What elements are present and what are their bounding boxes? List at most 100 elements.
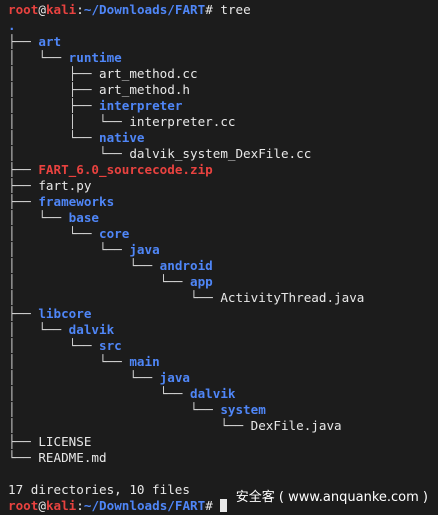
prompt-symbol: # [205,498,221,513]
directory-name: runtime [68,50,122,65]
prompt-at: @ [38,498,46,513]
directory-name: java [129,242,160,257]
tree-entry: │ └── core [8,226,438,242]
tree-listing: ├── art│ └── runtime│ ├── art_method.cc│… [8,34,438,466]
tree-entry: │ └── src [8,338,438,354]
tree-entry: │ └── app [8,274,438,290]
tree-entry: ├── art [8,34,438,50]
prompt-cwd: ~/Downloads/FART [83,498,206,513]
prompt-symbol: # [205,2,221,17]
tree-guide: │ └── [8,146,130,161]
watermark-logo: 安全客 ( www.anquanke.com ) [235,490,428,505]
file-name: art_method.h [99,82,190,97]
tree-guide: │ ├── [8,82,99,97]
tree-guide: │ ├── [8,98,99,113]
tree-entry: ├── LICENSE [8,434,438,450]
tree-guide: │ └── [8,322,69,337]
file-name: README.md [38,450,107,465]
tree-guide: │ └── [8,210,69,225]
tree-entry: ├── frameworks [8,194,438,210]
tree-guide: ├── [8,178,39,193]
tree-entry: │ └── native [8,130,438,146]
tree-entry: │ └── ActivityThread.java [8,290,438,306]
prompt-line-bottom[interactable]: root@kali:~/Downloads/FART# [8,498,438,514]
tree-root-dot: . [8,18,16,33]
tree-entry: │ ├── art_method.h [8,82,438,98]
file-name: art_method.cc [99,66,198,81]
directory-name: interpreter [99,98,183,113]
tree-entry: │ └── dalvik_system_DexFile.cc [8,146,438,162]
tree-root: . [8,18,438,34]
terminal-output: root@kali:~/Downloads/FART# tree . ├── a… [8,2,438,514]
directory-name: java [159,370,190,385]
prompt-user: root [8,498,39,513]
directory-name: src [99,338,122,353]
directory-name: libcore [38,306,92,321]
tree-entry: │ └── java [8,242,438,258]
tree-guide: │ └── [8,226,99,241]
tree-guide: ├── [8,306,39,321]
tree-guide: │ ├── [8,66,99,81]
tree-guide: │ └── [8,290,221,305]
tree-guide: │ └── [8,418,251,433]
directory-name: system [220,402,266,417]
tree-guide: │ └── [8,242,130,257]
tree-guide: │ └── [8,386,190,401]
tree-entry: │ └── main [8,354,438,370]
directory-name: art [38,34,62,49]
command-text: tree [220,2,251,17]
file-name: interpreter.cc [129,114,236,129]
cursor[interactable] [220,499,228,512]
tree-guide: │ └── [8,402,221,417]
tree-guide: ├── [8,162,39,177]
file-name: ActivityThread.java [220,290,365,305]
tree-entry: │ └── runtime [8,50,438,66]
prompt-cwd: ~/Downloads/FART [83,2,206,17]
tree-guide: │ └── [8,354,130,369]
file-name: DexFile.java [250,418,342,433]
tree-guide: ├── [8,194,39,209]
tree-guide: ├── [8,34,39,49]
directory-name: dalvik [189,386,236,401]
file-name: FART_6.0_sourcecode.zip [38,162,213,177]
tree-entry: │ └── java [8,370,438,386]
prompt-host: kali [45,498,77,513]
tree-entry: │ ├── art_method.cc [8,66,438,82]
directory-name: core [99,226,130,241]
tree-entry: ├── libcore [8,306,438,322]
tree-entry: │ │ └── interpreter.cc [8,114,438,130]
file-name: LICENSE [38,434,92,449]
tree-summary: 17 directories, 10 files [8,482,190,497]
directory-name: base [68,210,100,225]
tree-entry: │ └── DexFile.java [8,418,438,434]
tree-guide: │ └── [8,370,160,385]
tree-guide: │ │ └── [8,114,130,129]
tree-entry: ├── FART_6.0_sourcecode.zip [8,162,438,178]
directory-name: main [129,354,160,369]
file-name: dalvik_system_DexFile.cc [129,146,312,161]
tree-guide: │ └── [8,50,69,65]
file-name: fart.py [38,178,92,193]
summary-line: 17 directories, 10 files [8,482,438,498]
directory-name: app [189,274,213,289]
tree-entry: │ └── system [8,402,438,418]
prompt-at: @ [38,2,46,17]
blank-line [8,466,438,482]
prompt-host: kali [45,2,77,17]
directory-name: dalvik [68,322,115,337]
tree-guide: ├── [8,434,39,449]
tree-entry: │ └── dalvik [8,322,438,338]
tree-entry: │ ├── interpreter [8,98,438,114]
tree-entry: ├── fart.py [8,178,438,194]
prompt-user: root [8,2,39,17]
tree-entry: │ └── base [8,210,438,226]
prompt-colon: : [76,498,84,513]
directory-name: android [159,258,213,273]
tree-entry: │ └── dalvik [8,386,438,402]
tree-guide: │ └── [8,130,99,145]
tree-guide: │ └── [8,338,99,353]
tree-entry: └── README.md [8,450,438,466]
tree-guide: └── [8,450,39,465]
prompt-colon: : [76,2,84,17]
